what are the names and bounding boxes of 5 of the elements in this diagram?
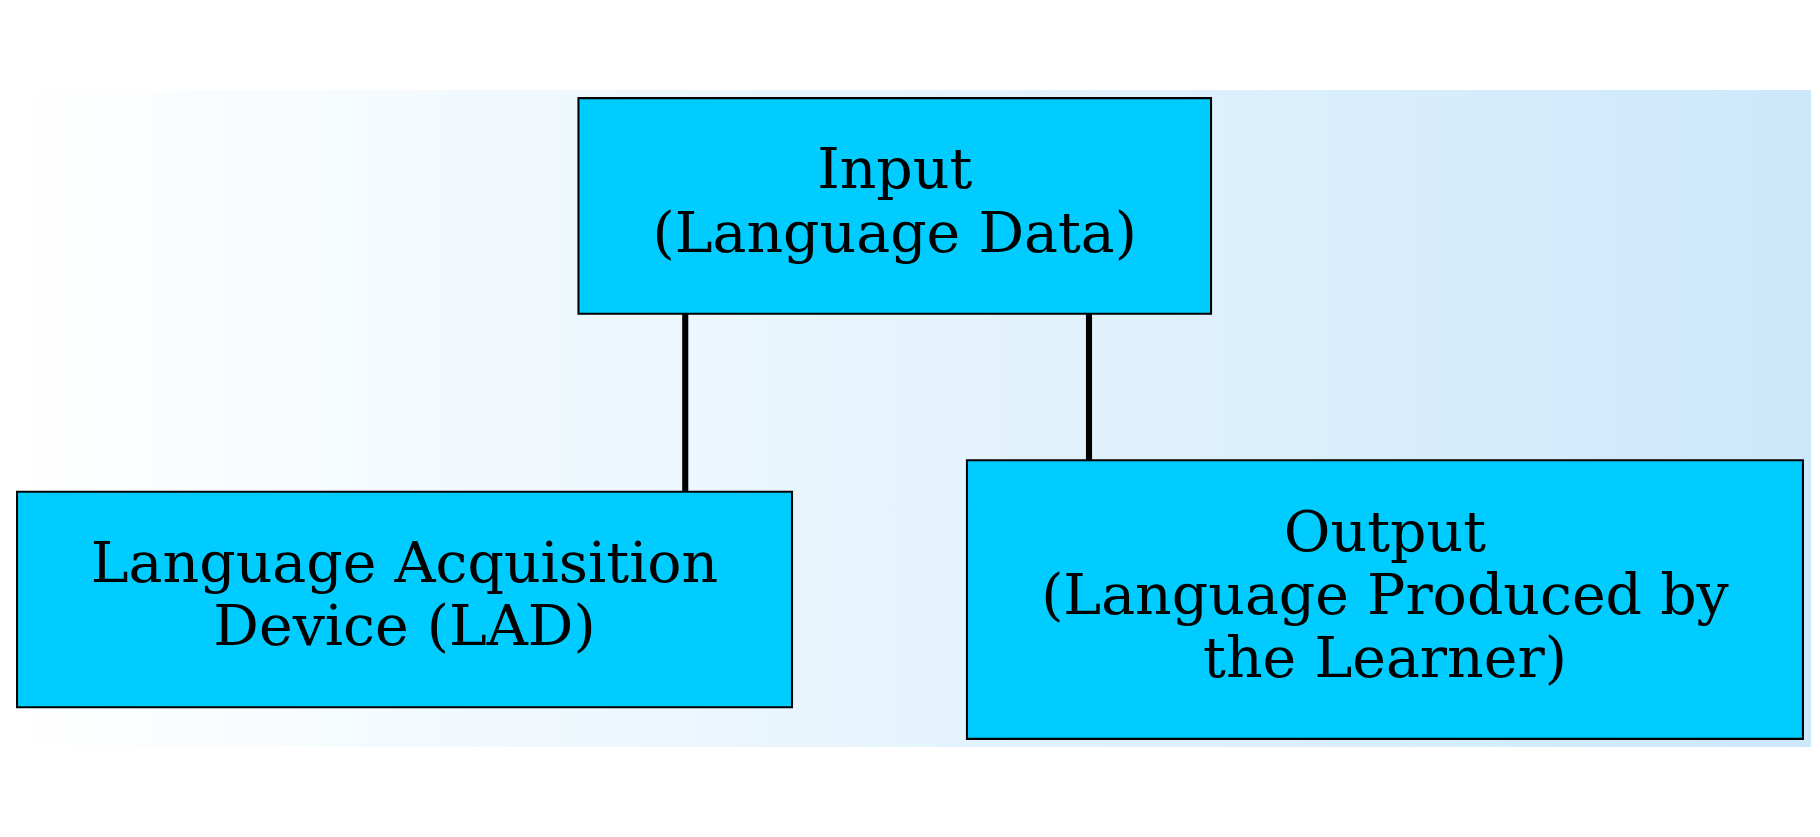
connector [682,314,689,492]
connector [1085,314,1093,460]
node-box: Language Acquisition Device (LAD) [16,490,794,709]
node-box: Output (Language Produced by the Learner) [965,459,1804,740]
node-box: Input (Language Data) [577,97,1213,315]
